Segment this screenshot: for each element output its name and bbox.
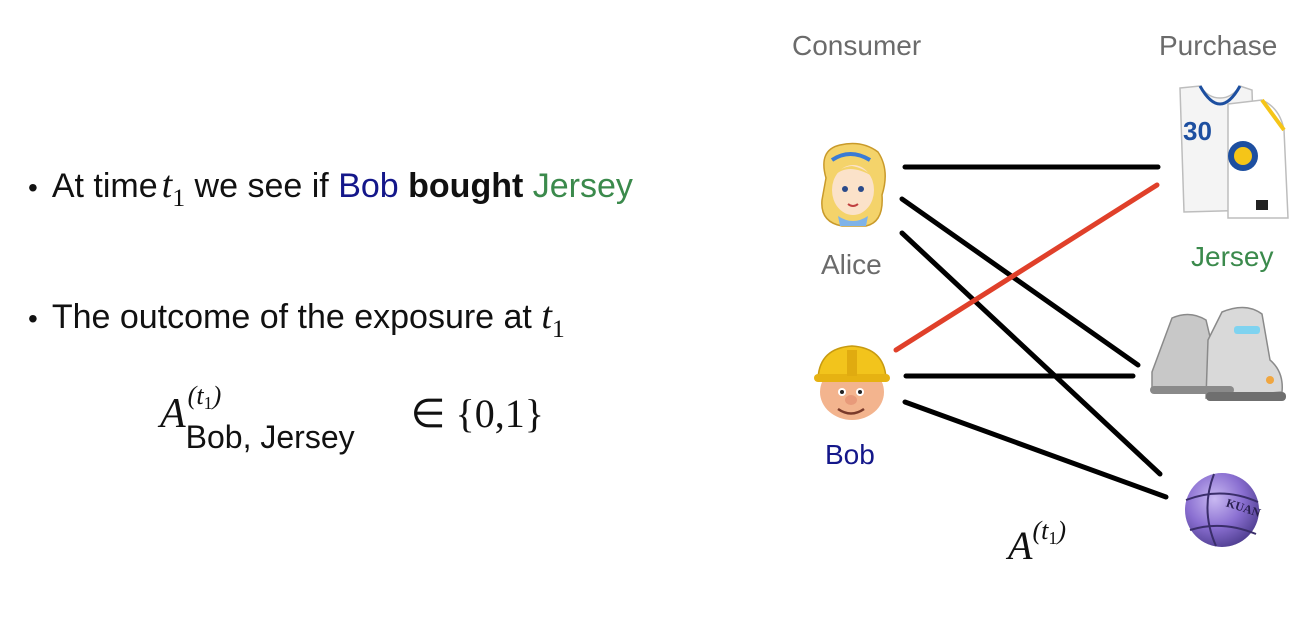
formula-relation: ∈ {0,1}: [400, 391, 544, 436]
edges: [893, 164, 1169, 500]
matrix-superscript: (t1): [1032, 516, 1067, 548]
formula-superscript: (t1): [187, 381, 222, 413]
product-label-jersey: Jersey: [1191, 241, 1274, 272]
purchase-header: Purchase: [1159, 30, 1278, 61]
jersey-word: Jersey: [532, 167, 633, 205]
matrix-symbol: A: [1008, 523, 1033, 568]
edge-alice-ball: [899, 230, 1163, 477]
shoes-product-icon: [1150, 306, 1286, 401]
formula-subscript: Bob, Jersey: [185, 419, 355, 455]
bullet-prefix: At time: [51, 167, 158, 205]
jersey-number: 30: [1183, 116, 1212, 146]
bullet-outcome: • The outcome of the exposure at t1: [28, 294, 565, 344]
alice-avatar-icon: [821, 142, 886, 227]
jersey-product-icon: 30: [1179, 85, 1289, 219]
bullet-dot: •: [28, 303, 38, 334]
bullet-observation: • At time t1 we see if Bob bought Jersey: [28, 163, 633, 213]
consumer-header: Consumer: [792, 30, 922, 61]
bob-avatar-icon: [814, 345, 890, 420]
basketball-product-icon: KUAN: [1185, 473, 1263, 547]
edge-bob-ball: [902, 399, 1169, 500]
adjacency-matrix-label: A(t1): [1008, 516, 1066, 569]
bought-word: bought: [408, 167, 524, 205]
bullet-outcome-text: The outcome of the exposure at: [51, 298, 542, 336]
outcome-formula: A (t1) Bob, Jersey ∈ {0,1}: [160, 381, 544, 457]
consumer-label-alice: Alice: [821, 249, 882, 280]
edge-alice-shoes: [899, 196, 1141, 368]
time-variable: t1: [161, 164, 186, 213]
bullet-dot: •: [28, 172, 38, 203]
formula-symbol: A: [160, 391, 186, 437]
time-variable: t1: [541, 295, 565, 344]
edge-bob-jersey: [893, 182, 1160, 353]
bullet-mid-text: we see if: [185, 167, 339, 205]
consumer-label-bob: Bob: [825, 439, 875, 470]
formula-indices: (t1) Bob, Jersey: [185, 381, 401, 457]
bob-word: Bob: [338, 167, 399, 205]
